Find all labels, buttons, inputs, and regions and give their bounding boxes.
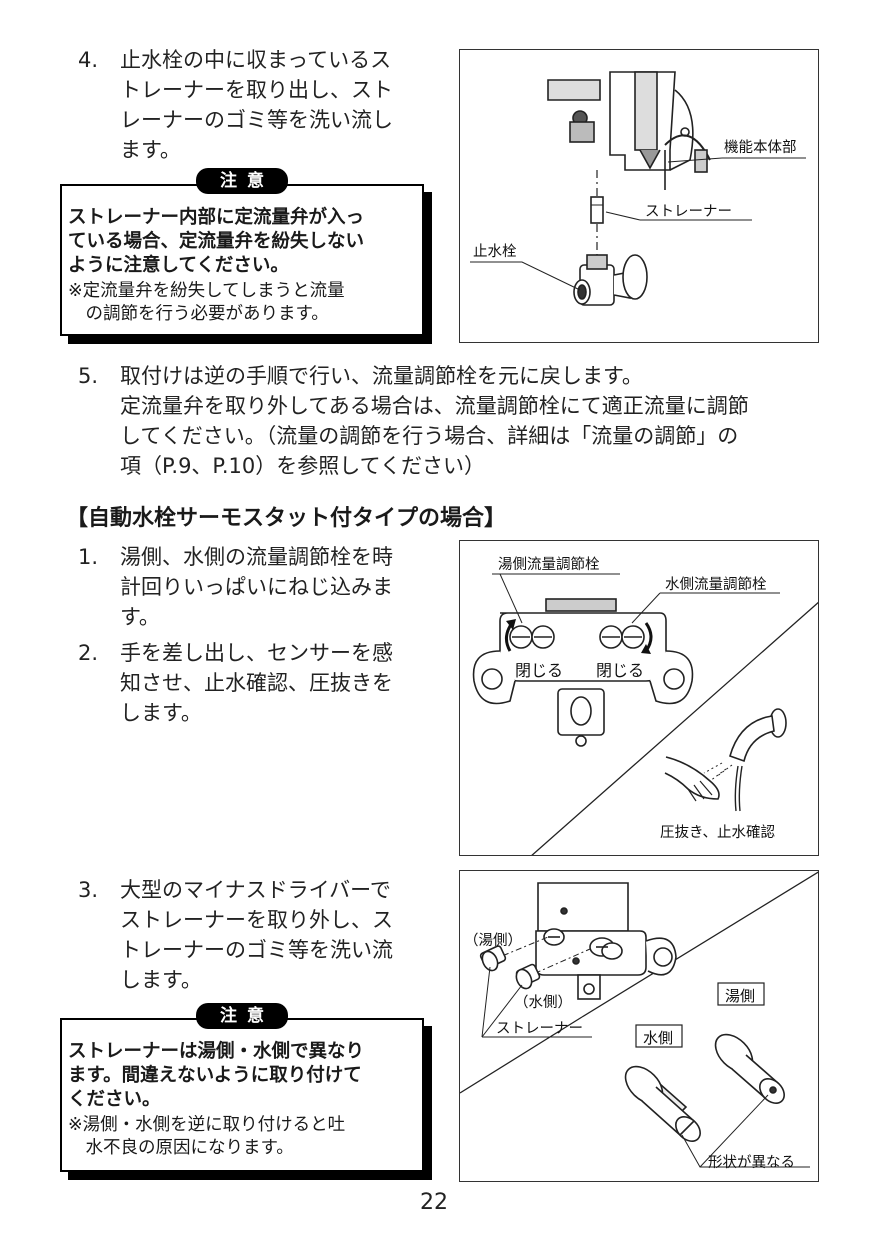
caution-note-text: ※湯側・水側を逆に取り付けると吐 水不良の原因になります。 — [68, 1114, 345, 1160]
step-line: 知させ、止水確認、圧抜きを — [120, 671, 393, 695]
step-number: 4. — [78, 48, 99, 72]
caution-line: ストレーナーは湯側・水側で異なり — [68, 1041, 365, 1062]
caution-frame — [60, 1018, 424, 1172]
caution-note-line: ※定流量弁を紛失してしまうと流量 — [68, 281, 345, 301]
flow-valve-illustration — [472, 573, 818, 855]
step-line: 計回りいっぱいにねじ込みま — [120, 575, 393, 599]
step-text: 大型のマイナスドライバーで ストレーナーを取り外し、ス トレーナーのゴミ等を洗い… — [120, 875, 393, 995]
step-line: してください。（流量の調節を行う場合、詳細は「流量の調節」の — [120, 424, 739, 448]
label-hot-flow-valve: 湯側流量調節栓 — [498, 557, 600, 573]
caution-line: ストレーナー内部に定流量弁が入っ — [68, 207, 365, 228]
label-pressure-check: 圧抜き、止水確認 — [660, 825, 775, 841]
step-1: 1. 湯側、水側の流量調節栓を時 計回りいっぱいにねじ込みま す。 — [78, 542, 448, 637]
caution-main-text: ストレーナー内部に定流量弁が入っ ている場合、定流量弁を紛失しない ように注意し… — [68, 206, 364, 278]
step-line: 止水栓の中に収まっているス — [120, 48, 392, 72]
caution-line: ください。 — [68, 1089, 161, 1110]
label-hot-paren: （湯側） — [464, 933, 522, 949]
label-cold-flow-valve: 水側流量調節栓 — [665, 577, 767, 593]
label-main-body: 機能本体部 — [724, 140, 797, 156]
figure-strainer-hot-cold: （湯側） （水側） ストレーナー 水側 湯側 形状が異なる — [459, 870, 819, 1182]
caution-note-text: ※定流量弁を紛失してしまうと流量 の調節を行う必要があります。 — [68, 280, 345, 326]
step-2: 2. 手を差し出し、センサーを感 知させ、止水確認、圧抜きを します。 — [78, 638, 448, 733]
caution-note-line: ※湯側・水側を逆に取り付けると吐 — [68, 1115, 346, 1135]
step-line: 手を差し出し、センサーを感 — [120, 641, 393, 665]
step-line: ます。 — [120, 138, 181, 162]
step-number: 2. — [78, 641, 99, 665]
figure-strainer-removal: 機能本体部 ストレーナー 止水栓 — [459, 49, 819, 343]
step-line: ストレーナーを取り外し、ス — [120, 908, 393, 932]
figure-flow-valves: 湯側流量調節栓 水側流量調節栓 閉じる 閉じる 圧抜き、止水確認 — [459, 540, 819, 856]
label-close-left: 閉じる — [515, 661, 564, 680]
strainer-comparison-illustration — [460, 871, 818, 1168]
step-line: 項（P.9、P.10）を参照してください） — [120, 454, 485, 478]
strainer-removal-illustration — [470, 71, 806, 306]
page-number: 22 — [420, 1190, 448, 1215]
step-line: します。 — [120, 701, 202, 725]
step-text: 湯側、水側の流量調節栓を時 計回りいっぱいにねじ込みま す。 — [120, 542, 393, 632]
caution-note-line: の調節を行う必要があります。 — [68, 304, 329, 324]
label-cold-tag: 水側 — [643, 1029, 674, 1047]
step-number: 3. — [78, 878, 99, 902]
step-line: 大型のマイナスドライバーで — [120, 878, 391, 902]
caution-frame — [60, 184, 424, 336]
step-text: 止水栓の中に収まっているス トレーナーを取り出し、スト レーナーのゴミ等を洗い流… — [120, 45, 393, 165]
label-hot-tag: 湯側 — [725, 987, 756, 1005]
step-line: 取付けは逆の手順で行い、流量調節栓を元に戻します。 — [120, 364, 643, 388]
step-line: 定流量弁を取り外してある場合は、流量調節栓にて適正流量に調節 — [120, 394, 749, 418]
step-line: レーナーのゴミ等を洗い流し — [120, 108, 393, 132]
label-strainer: ストレーナー — [645, 204, 732, 220]
caution-line: ように注意してください。 — [68, 255, 289, 276]
step-text: 手を差し出し、センサーを感 知させ、止水確認、圧抜きを します。 — [120, 638, 393, 728]
section-title: 【自動水栓サーモスタット付タイプの場合】 — [66, 506, 507, 531]
step-line: 湯側、水側の流量調節栓を時 — [120, 545, 393, 569]
caution-main-text: ストレーナーは湯側・水側で異なり ます。間違えないように取り付けて ください。 — [68, 1040, 364, 1112]
step-line: す。 — [120, 605, 160, 629]
step-5: 5. 取付けは逆の手順で行い、流量調節栓を元に戻します。 定流量弁を取り外してあ… — [78, 361, 838, 485]
label-cold-paren: （水側） — [514, 995, 572, 1011]
label-stop-valve: 止水栓 — [473, 244, 517, 260]
step-number: 1. — [78, 545, 99, 569]
caution-line: ます。間違えないように取り付けて — [68, 1065, 362, 1086]
caution-line: ている場合、定流量弁を紛失しない — [68, 231, 365, 252]
label-close-right: 閉じる — [596, 661, 645, 680]
caution-badge: 注意 — [196, 168, 288, 194]
step-line: します。 — [120, 968, 202, 992]
step-line: トレーナーのゴミ等を洗い流 — [120, 938, 393, 962]
step-line: トレーナーを取り出し、スト — [120, 78, 393, 102]
step-text: 取付けは逆の手順で行い、流量調節栓を元に戻します。 定流量弁を取り外してある場合… — [120, 361, 749, 481]
step-3: 3. 大型のマイナスドライバーで ストレーナーを取り外し、ス トレーナーのゴミ等… — [78, 875, 448, 1000]
step-4: 4. 止水栓の中に収まっているス トレーナーを取り出し、スト レーナーのゴミ等を… — [78, 45, 448, 170]
caution-badge: 注意 — [196, 1003, 288, 1029]
label-strainer: ストレーナー — [496, 1021, 583, 1037]
label-shape-differs: 形状が異なる — [708, 1155, 795, 1171]
caution-note-line: 水不良の原因になります。 — [68, 1138, 294, 1158]
step-number: 5. — [78, 364, 99, 388]
